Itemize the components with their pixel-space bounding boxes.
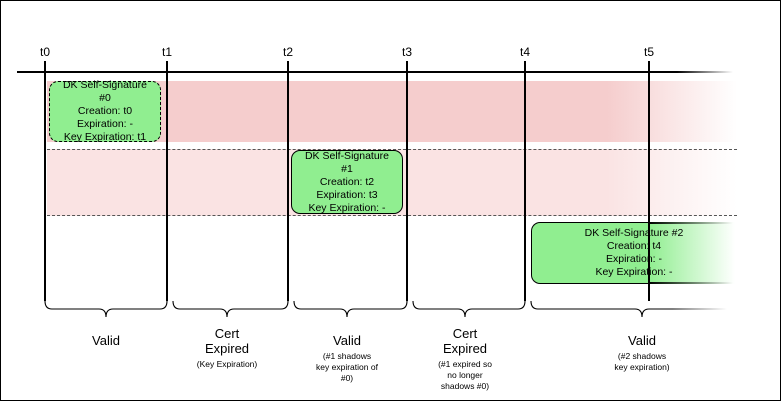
signature-2-title: DK Self-Signature #2 (584, 227, 684, 239)
segment-label-t4-end-sub: (#2 shadows key expiration) (614, 351, 670, 372)
brace-group (44, 300, 727, 318)
brace-t3-t4 (412, 300, 526, 318)
segment-label-t3-t4-main2: Expired (442, 341, 488, 356)
signature-0-expiration: Expiration: - (76, 118, 134, 130)
segment-label-t4-end-main: Valid (628, 333, 656, 348)
segment-label-t0-t1-main: Valid (92, 333, 120, 348)
brace-t2-t3 (293, 300, 408, 318)
segment-label-t2-t3-sub: (#1 shadows key expiration of #0) (316, 351, 378, 383)
signature-0-key-expiration: Key Expiration: t1 (63, 131, 147, 143)
signature-2-fade-tail (649, 222, 737, 284)
segment-label-t3-t4: Cert Expired (#1 expired so no longer sh… (400, 326, 530, 392)
segment-label-t1-t2: Cert Expired (Key Expiration) (162, 326, 292, 370)
signature-box-1[interactable]: DK Self-Signature #1 Creation: t2 Expira… (291, 150, 403, 214)
segment-label-t3-t4-main: Cert (452, 326, 478, 341)
signature-0-title: DK Self-Signature #0 (62, 79, 148, 104)
cert-expired-band-primary (47, 81, 737, 142)
signature-1-key-expiration: Key Expiration: - (308, 201, 386, 214)
segment-label-t1-t2-main: Cert (214, 326, 240, 341)
signature-1-title: DK Self-Signature #1 (304, 149, 390, 175)
signature-box-2[interactable]: DK Self-Signature #2 Creation: t4 Expira… (531, 222, 737, 284)
brace-t0-t1 (44, 300, 168, 318)
signature-2-fade-bottom-rule (649, 282, 737, 284)
segment-label-t4-end: Valid (#2 shadows key expiration) (567, 333, 717, 373)
segment-label-t0-t1: Valid (46, 333, 166, 348)
signature-1-creation: Creation: t2 (319, 175, 375, 188)
tick-label-t4: t4 (519, 45, 531, 59)
tick-label-t5: t5 (643, 45, 655, 59)
signature-2-left-cap (531, 222, 651, 284)
tick-line-t4 (524, 61, 526, 301)
signature-2-expiration: Expiration: - (605, 253, 663, 265)
signature-2-key-expiration: Key Expiration: - (595, 266, 673, 278)
tick-line-t3 (406, 61, 408, 301)
segment-label-t2-t3-main: Valid (333, 333, 361, 348)
signature-2-fade-top-rule (649, 222, 737, 224)
segment-label-t1-t2-sub: (Key Expiration) (196, 359, 258, 369)
segment-label-t1-t2-main2: Expired (204, 341, 250, 356)
brace-t1-t2 (172, 300, 289, 318)
tick-line-t1 (166, 61, 168, 301)
tick-line-t0 (44, 61, 46, 301)
tick-label-t2: t2 (282, 45, 294, 59)
brace-t4-end (530, 300, 727, 318)
signature-0-creation: Creation: t0 (77, 105, 133, 117)
segment-label-t3-t4-sub: (#1 expired so no longer shadows #0) (438, 359, 492, 391)
tick-label-t3: t3 (401, 45, 413, 59)
timeline-axis (17, 71, 733, 73)
tick-label-t0: t0 (39, 45, 51, 59)
tick-label-t1: t1 (161, 45, 173, 59)
signature-1-expiration: Expiration: t3 (316, 188, 378, 201)
signature-box-0[interactable]: DK Self-Signature #0 Creation: t0 Expira… (49, 79, 161, 143)
signature-2-creation: Creation: t4 (606, 240, 662, 252)
segment-label-t2-t3: Valid (#1 shadows key expiration of #0) (287, 333, 407, 384)
tick-line-t2 (287, 61, 289, 301)
tick-line-t5 (648, 61, 650, 301)
